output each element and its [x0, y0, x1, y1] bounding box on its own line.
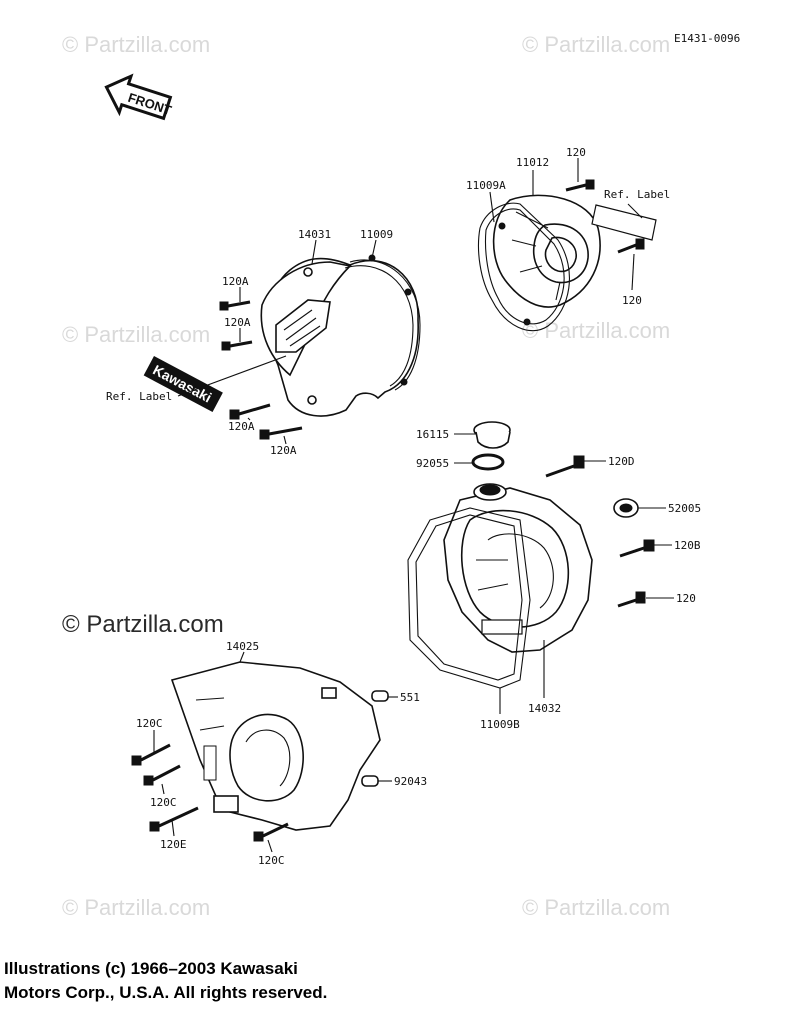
leader-lines: [153, 651, 398, 853]
label-11012: 11012: [516, 156, 549, 169]
watermark-text: © Partzilla.com: [62, 611, 224, 638]
label-11009B: 11009B: [480, 718, 520, 731]
label-120D: 120D: [608, 455, 635, 468]
label-11009: 11009: [360, 228, 393, 241]
gasket-11009A: [477, 202, 570, 332]
part-labels: 14031 11009 120A 120A Ref. Label 120A 12…: [106, 146, 701, 867]
dowel-551: [371, 690, 389, 702]
bolt-120C: [253, 822, 289, 842]
label-92043: 92043: [394, 775, 427, 788]
bolt-120E: [149, 806, 199, 832]
bolt-120C: [131, 743, 171, 766]
watermark-text: © Partzilla.com: [62, 895, 210, 920]
label-11009A: 11009A: [466, 179, 506, 192]
label-120C: 120C: [258, 854, 285, 867]
label-14032: 14032: [528, 702, 561, 715]
label-120: 120: [676, 592, 696, 605]
leader-lines: [489, 158, 643, 291]
label-120E: 120E: [160, 838, 187, 851]
leader-lines: [177, 239, 377, 445]
watermark-text: © Partzilla.com: [522, 32, 670, 57]
bolt-120A: [221, 340, 253, 351]
bolt-120D: [545, 455, 585, 478]
bolt-120C: [143, 764, 181, 786]
label-120A: 120A: [228, 420, 255, 433]
bolt-120: [617, 591, 646, 608]
label-120A: 120A: [222, 275, 249, 288]
copyright-line-2: Motors Corp., U.S.A. All rights reserved…: [4, 983, 328, 1002]
pickup-cover-11012: [492, 194, 601, 308]
bolt-120: [617, 238, 645, 254]
watermark-text: © Partzilla.com: [522, 895, 670, 920]
label-14025: 14025: [226, 640, 259, 653]
leader-lines: [454, 433, 674, 714]
label-120C: 120C: [150, 796, 177, 809]
watermark-text: © Partzilla.com: [62, 322, 210, 347]
label-120: 120: [566, 146, 586, 159]
watermark-text: © Partzilla.com: [522, 318, 670, 343]
watermark-text: © Partzilla.com: [62, 32, 210, 57]
plug-52005: [613, 498, 639, 518]
bolt-120A: [219, 300, 251, 311]
gasket-11009: [344, 254, 421, 391]
label-120C: 120C: [136, 717, 163, 730]
copyright-notice: Illustrations (c) 1966–2003 Kawasaki Mot…: [4, 957, 564, 1005]
label-120A: 120A: [270, 444, 297, 457]
label-16115: 16115: [416, 428, 449, 441]
ref-label-text: Ref. Label: [604, 188, 670, 201]
plug-92043: [361, 775, 379, 787]
label-52005: 52005: [668, 502, 701, 515]
label-120: 120: [622, 294, 642, 307]
copyright-line-1: Illustrations (c) 1966–2003 Kawasaki: [4, 959, 298, 978]
bolt-120: [565, 179, 595, 192]
oil-filler-cap-16115: [473, 421, 511, 449]
ref-label-plate: [591, 204, 657, 241]
clutch-cover-14032: [443, 483, 593, 653]
watermarks: © Partzilla.com © Partzilla.com © Partzi…: [62, 32, 670, 920]
gasket-11009B: [407, 507, 531, 689]
diagram-code: E1431-0096: [674, 32, 740, 45]
o-ring-92055: [471, 453, 505, 471]
label-120A: 120A: [224, 316, 251, 329]
label-120B: 120B: [674, 539, 701, 552]
bolt-120B: [619, 539, 655, 558]
label-551: 551: [400, 691, 420, 704]
label-92055: 92055: [416, 457, 449, 470]
ref-label-text: Ref. Label: [106, 390, 172, 403]
label-14031: 14031: [298, 228, 331, 241]
sprocket-cover-14025: [170, 661, 381, 831]
bolt-120A: [259, 426, 303, 440]
front-arrow-icon: FRONT: [104, 73, 173, 121]
generator-cover-14031: [260, 257, 419, 417]
bolt-120A: [229, 403, 271, 420]
